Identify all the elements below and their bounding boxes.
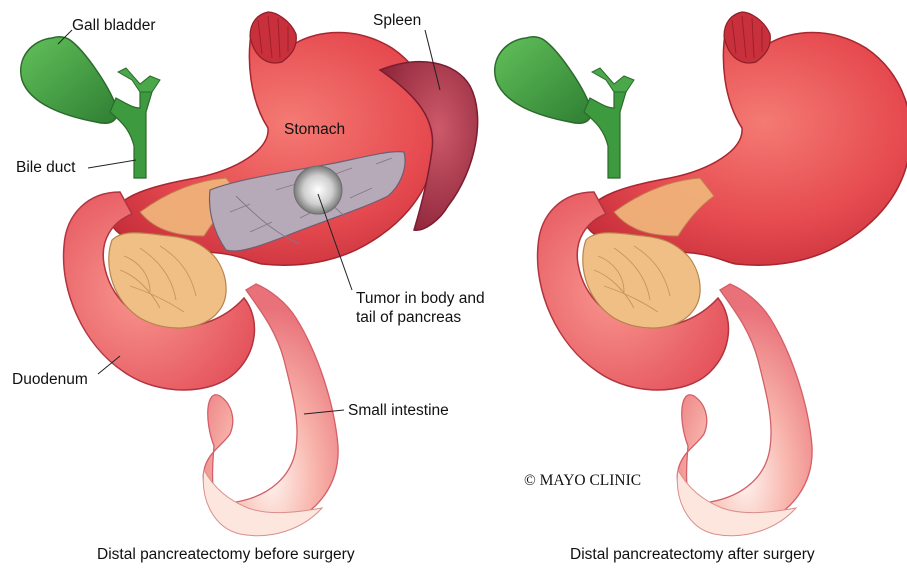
stomach-label: Stomach — [284, 120, 345, 139]
bile-duct-label: Bile duct — [16, 158, 75, 177]
gall-bladder-label: Gall bladder — [72, 16, 156, 35]
after-surgery-illustration — [495, 12, 907, 536]
copyright-notice: © MAYO CLINIC — [524, 472, 641, 490]
spleen-label: Spleen — [373, 11, 421, 30]
caption-after: Distal pancreatectomy after surgery — [570, 546, 815, 564]
small-intestine-label: Small intestine — [348, 401, 449, 420]
before-surgery-illustration — [21, 12, 478, 536]
caption-before: Distal pancreatectomy before surgery — [97, 546, 355, 564]
duodenum-label: Duodenum — [12, 370, 88, 389]
tumor-label-line2: tail of pancreas — [356, 308, 485, 327]
tumor-label-line1: Tumor in body and — [356, 289, 485, 308]
tumor-label: Tumor in body and tail of pancreas — [356, 289, 485, 327]
